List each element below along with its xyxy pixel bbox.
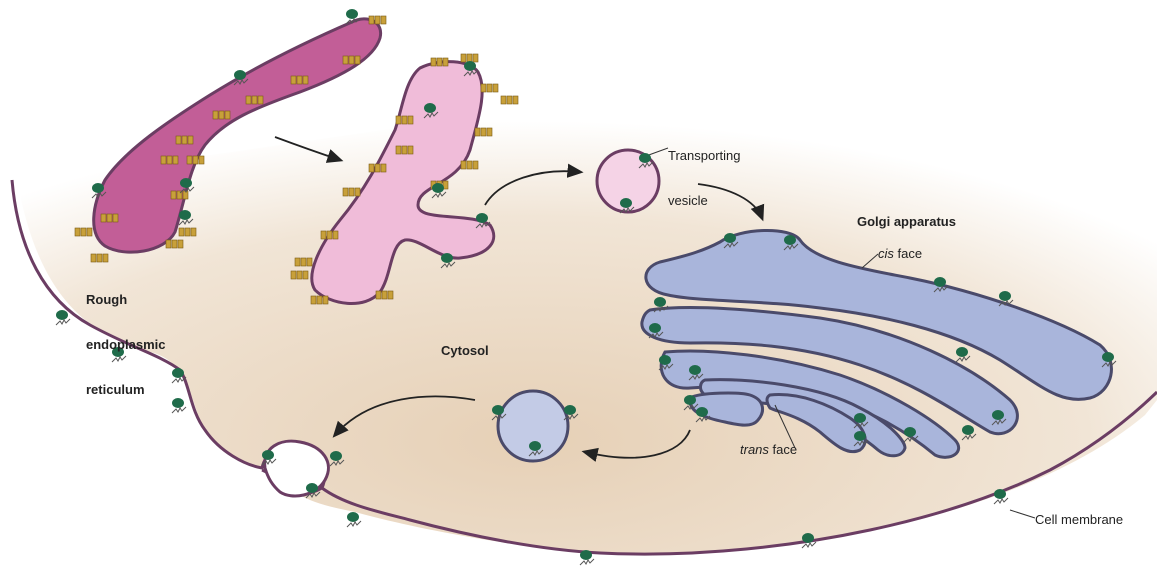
ribosome (246, 96, 263, 104)
ribosome (321, 231, 338, 239)
trans-face-label-rest: face (769, 442, 797, 457)
ribosome (396, 146, 413, 154)
cell-membrane-label: Cell membrane (1035, 512, 1123, 527)
ribosome (343, 56, 360, 64)
exocytosis-pocket (265, 441, 329, 496)
ribosome (179, 228, 196, 236)
ribosome (461, 54, 478, 62)
ribosome (369, 16, 386, 24)
rough-er-label-line-2: endoplasmic (86, 337, 165, 352)
ribosome (171, 191, 188, 199)
cis-face-label-italic: cis (878, 246, 894, 261)
ribosome (475, 128, 492, 136)
cis-face-label-rest: face (894, 246, 922, 261)
ribosome (291, 76, 308, 84)
ribosome (369, 164, 386, 172)
ribosome (343, 188, 360, 196)
ribosome (187, 156, 204, 164)
ribosome (431, 58, 448, 66)
ribosome (481, 84, 498, 92)
ribosome (291, 271, 308, 279)
transporting-vesicle-label: Transporting vesicle (668, 118, 741, 223)
transporting-vesicle-label-line-2: vesicle (668, 193, 741, 208)
ribosome (91, 254, 108, 262)
membrane-protein (56, 310, 70, 325)
ribosome (396, 116, 413, 124)
trans-face-label: trans face (740, 442, 797, 457)
ribosome (176, 136, 193, 144)
ribosome (311, 296, 328, 304)
cytosol-label: Cytosol (441, 343, 489, 358)
ribosome (213, 111, 230, 119)
rough-er-label-line-1: Rough (86, 292, 165, 307)
leader-cell-membrane (1010, 510, 1035, 518)
rough-er-label-line-3: reticulum (86, 382, 165, 397)
ribosome (75, 228, 92, 236)
cis-face-label: cis face (878, 246, 922, 261)
transporting-vesicle-label-line-1: Transporting (668, 148, 741, 163)
trans-face-label-italic: trans (740, 442, 769, 457)
ribosome (461, 161, 478, 169)
ribosome (501, 96, 518, 104)
membrane-protein (347, 512, 361, 527)
rough-er-label: Rough endoplasmic reticulum (86, 262, 165, 412)
membrane-protein (172, 398, 186, 413)
ribosome (166, 240, 183, 248)
ribosome (376, 291, 393, 299)
ribosome (295, 258, 312, 266)
ribosome (161, 156, 178, 164)
ribosome (101, 214, 118, 222)
golgi-apparatus-label: Golgi apparatus (857, 214, 956, 229)
